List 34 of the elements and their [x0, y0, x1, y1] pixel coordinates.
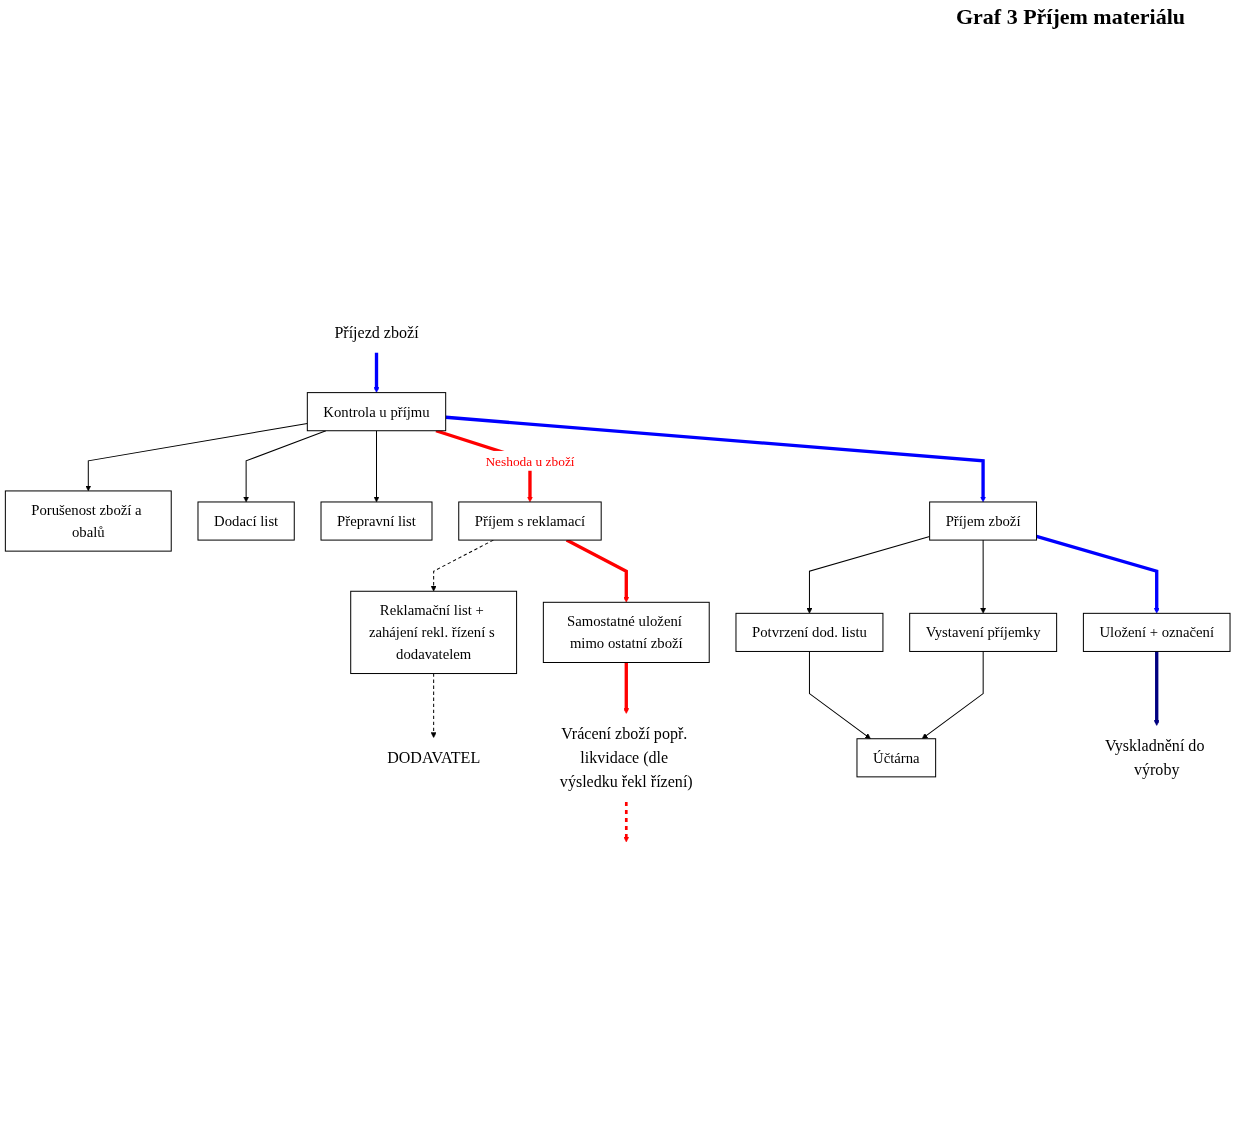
arrow [623, 662, 630, 714]
arrow [445, 415, 986, 502]
node-box: Uložení + označení [1082, 612, 1231, 652]
node-box: Příjem zboží [929, 501, 1038, 541]
node-text: Vyskladnění do výroby [1104, 736, 1205, 779]
node-text: Vrácení zboží popř. likvidace (dle výsledku řekl řízení) [559, 724, 693, 791]
arrow [565, 538, 630, 603]
node-text: Příjezd zboží [334, 323, 419, 341]
arrow [430, 672, 437, 738]
node-box: Reklamační list + zahájení rekl. řízení s dodavatelem [350, 590, 518, 674]
arrow [373, 352, 380, 393]
node-box: Účtárna [856, 738, 937, 778]
arrow [1036, 534, 1160, 614]
arrow [243, 430, 327, 502]
arrow [623, 801, 630, 843]
node-text: DODAVATEL [387, 748, 481, 767]
node-box: Vystavení příjemky [909, 612, 1058, 652]
arrow [85, 422, 308, 491]
node-box: Potvrzení dod. listu [735, 612, 884, 652]
node-box: Příjem s reklamací [458, 501, 602, 541]
arrow [430, 539, 494, 592]
diagram-title: Graf 3 Příjem materiálu [955, 4, 1185, 30]
node-box: Kontrola u příjmu [306, 391, 447, 431]
node-box: Dodací list [197, 501, 295, 541]
arrow [373, 430, 380, 502]
arrow [980, 539, 987, 614]
node-box: Samostatné uložení mimo ostatní zboží [542, 601, 710, 663]
node-box: Přepravní list [320, 501, 433, 541]
arrow [921, 650, 984, 739]
arrow [808, 650, 871, 739]
edge-label: Neshoda u zboží [485, 453, 575, 468]
arrow [806, 535, 931, 614]
node-box: Porušenost zboží a obalů [4, 490, 172, 552]
arrow [1153, 651, 1160, 726]
